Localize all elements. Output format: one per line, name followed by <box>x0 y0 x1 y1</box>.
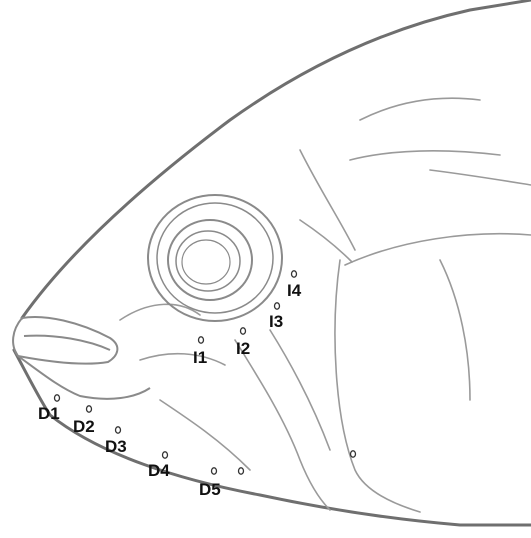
label-d1: D1 <box>38 404 60 423</box>
pore-d4 <box>163 452 168 458</box>
label-i3: I3 <box>269 312 283 331</box>
pore-extra-1 <box>239 468 244 474</box>
pore-labels: D1 D2 D3 D4 D5 I1 I2 I3 I4 <box>38 281 302 499</box>
pore-d5 <box>212 468 217 474</box>
pore-d1 <box>55 395 60 401</box>
pore-extra-2 <box>351 451 356 457</box>
sensory-pores <box>55 271 356 474</box>
eye <box>148 195 282 321</box>
label-i2: I2 <box>236 339 250 358</box>
pore-i3 <box>275 303 280 309</box>
label-d4: D4 <box>148 461 170 480</box>
pore-i2 <box>241 328 246 334</box>
label-d2: D2 <box>73 417 95 436</box>
pore-d3 <box>116 427 121 433</box>
label-i1: I1 <box>193 348 207 367</box>
label-i4: I4 <box>287 281 302 300</box>
label-d5: D5 <box>199 480 221 499</box>
pore-i4 <box>292 271 297 277</box>
pore-i1 <box>199 337 204 343</box>
internal-structures <box>120 98 531 512</box>
pore-d2 <box>87 406 92 412</box>
label-d3: D3 <box>105 437 127 456</box>
